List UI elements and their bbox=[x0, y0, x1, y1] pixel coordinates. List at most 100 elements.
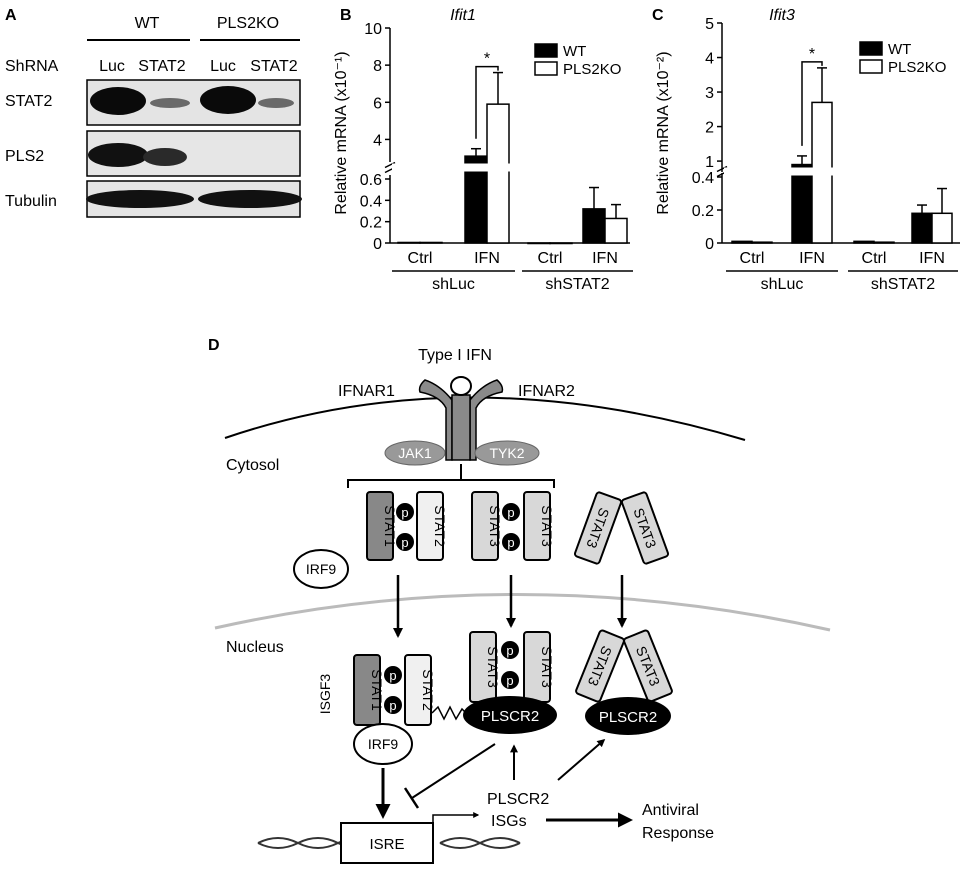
chart-c-break-gap bbox=[724, 167, 960, 176]
chart-c-group-label: shLuc bbox=[761, 276, 804, 293]
chart-b-ytick-label: 0.2 bbox=[360, 215, 382, 232]
blot-pls2 bbox=[86, 130, 301, 177]
chart-b-bar-pls2ko bbox=[419, 241, 443, 244]
chart-c-ytick-label: 4 bbox=[705, 51, 714, 68]
svg-text:STAT3: STAT3 bbox=[539, 505, 555, 547]
chart-c-category-label: Ctrl bbox=[862, 250, 887, 267]
panel-b: B Ifit1 Relative mRNA (x10⁻¹) 00.20.40.6… bbox=[333, 7, 633, 293]
chart-c-ytick-label: 0 bbox=[705, 236, 714, 253]
panel-a-label: A bbox=[5, 7, 17, 24]
tyk2-oval bbox=[474, 440, 540, 466]
chart-c-legend-swatch bbox=[859, 59, 883, 74]
transcription-arrow bbox=[432, 812, 480, 843]
chart-b-ytick-label: 10 bbox=[364, 21, 382, 38]
svg-text:p: p bbox=[401, 505, 408, 520]
chart-b-legend-label: PLS2KO bbox=[563, 61, 621, 78]
chart-c-ytick-label: 3 bbox=[705, 85, 714, 102]
chart-b-ytick-label: 8 bbox=[373, 58, 382, 75]
svg-text:STAT3: STAT3 bbox=[487, 505, 503, 547]
cytosol-label: Cytosol bbox=[226, 457, 279, 474]
jak1-label: JAK1 bbox=[398, 445, 432, 461]
lane-label-2: STAT2 bbox=[138, 58, 186, 75]
svg-text:STAT1: STAT1 bbox=[369, 669, 385, 711]
chart-c-ytick-label: 1 bbox=[705, 154, 714, 171]
inhibition-plscr2-isgf3 bbox=[411, 743, 496, 799]
chart-c-bar-pls2ko bbox=[751, 241, 773, 244]
svg-text:p: p bbox=[389, 698, 396, 713]
shrna-label: ShRNA bbox=[5, 58, 59, 75]
svg-text:STAT1: STAT1 bbox=[382, 505, 398, 547]
group-label-pls2ko: PLS2KO bbox=[217, 15, 279, 32]
nuclear-ustat3-plscr2-complex: STAT3 STAT3 PLSCR2 bbox=[575, 629, 673, 735]
nuclear-pstat3-plscr2-complex: STAT3 STAT3 p p PLSCR2 bbox=[463, 631, 557, 734]
products-line1: PLSCR2 bbox=[487, 791, 549, 808]
chart-b-ylabel: Relative mRNA (x10⁻¹) bbox=[333, 51, 350, 214]
blot-label-pls2: PLS2 bbox=[5, 148, 44, 165]
receptor2-label: IFNAR2 bbox=[518, 383, 575, 400]
chart-b-legend-swatch bbox=[534, 61, 558, 76]
chart-c-sig-bracket bbox=[801, 61, 823, 146]
ligand-label: Type I IFN bbox=[418, 347, 492, 364]
blot-label-stat2: STAT2 bbox=[5, 93, 53, 110]
chart-c-bar-wt bbox=[911, 212, 933, 244]
chart-b-group-label: shLuc bbox=[432, 276, 475, 293]
lane-label-4: STAT2 bbox=[250, 58, 298, 75]
chart-c-ytick-label: 0.4 bbox=[692, 170, 714, 187]
chart-c-bar-pls2ko bbox=[873, 241, 895, 244]
cyto-pstat3-dimer: STAT3 STAT3 p p bbox=[471, 491, 555, 561]
chart-c-bar-wt bbox=[791, 163, 813, 244]
chart-c-category-label: IFN bbox=[799, 250, 825, 267]
blot-tubulin bbox=[86, 180, 302, 218]
activation-bracket bbox=[347, 479, 555, 488]
chart-b-ytick-label: 0.4 bbox=[360, 193, 382, 210]
chart-b-legend-swatch bbox=[534, 43, 558, 58]
chart-b-title: Ifit1 bbox=[450, 7, 476, 24]
svg-text:p: p bbox=[389, 668, 396, 683]
panel-c-label: C bbox=[652, 7, 664, 24]
panel-a: A WT PLS2KO ShRNA Luc STAT2 Luc STAT2 ST… bbox=[5, 7, 302, 218]
chart-b-category-label: IFN bbox=[474, 250, 500, 267]
lane-label-1: Luc bbox=[99, 58, 125, 75]
chart-b-ytick-label: 4 bbox=[373, 132, 382, 149]
receptor1-label: IFNAR1 bbox=[338, 383, 395, 400]
panel-b-label: B bbox=[340, 7, 352, 24]
panel-d-label: D bbox=[208, 337, 220, 354]
chart-b-ytick-label: 0 bbox=[373, 236, 382, 253]
svg-text:IRF9: IRF9 bbox=[368, 736, 399, 752]
isre-label: ISRE bbox=[369, 836, 404, 853]
chart-c-group-label: shSTAT2 bbox=[871, 276, 935, 293]
chart-c-title: Ifit3 bbox=[769, 7, 795, 24]
svg-text:p: p bbox=[507, 505, 514, 520]
chart-b-sig-bracket bbox=[475, 65, 499, 139]
svg-text:PLSCR2: PLSCR2 bbox=[599, 709, 657, 726]
chart-b-legend-label: WT bbox=[563, 43, 586, 60]
plasma-membrane bbox=[224, 396, 746, 441]
cyto-irf9 bbox=[293, 549, 349, 589]
arrow-products-to-ustat3-plscr2 bbox=[557, 738, 606, 781]
chart-c-ylabel: Relative mRNA (x10⁻²) bbox=[655, 51, 672, 214]
chart-b-category-label: Ctrl bbox=[538, 250, 563, 267]
ifn-receptor bbox=[418, 376, 504, 461]
products-line2: ISGs bbox=[491, 813, 527, 830]
chart-c-sig-star: * bbox=[809, 46, 815, 63]
svg-text:p: p bbox=[506, 673, 513, 688]
chart-b-bar-wt bbox=[582, 208, 606, 244]
chart-b-axis-break bbox=[384, 161, 396, 169]
chart-c-legend-swatch bbox=[859, 41, 883, 56]
svg-text:STAT3: STAT3 bbox=[539, 646, 555, 688]
lane-label-3: Luc bbox=[210, 58, 236, 75]
chart-b-category-label: Ctrl bbox=[408, 250, 433, 267]
chart-c-axis-break bbox=[716, 165, 728, 173]
cyto-ustat3-pair: STAT3 STAT3 bbox=[574, 491, 669, 565]
panel-d: D Type I IFN IFNAR1 IFNAR2 JAK1 TYK2 Cyt… bbox=[208, 337, 831, 864]
interaction-zigzag bbox=[431, 705, 467, 721]
chart-b-bar-pls2ko bbox=[549, 242, 573, 245]
nucleus-label: Nucleus bbox=[226, 639, 284, 656]
chart-b-group-label: shSTAT2 bbox=[545, 276, 609, 293]
chart-c-ytick-label: 2 bbox=[705, 120, 714, 137]
chart-b-break-gap bbox=[392, 163, 630, 172]
chart-b-ytick-label: 6 bbox=[373, 95, 382, 112]
chart-b-bar-pls2ko bbox=[486, 103, 510, 244]
